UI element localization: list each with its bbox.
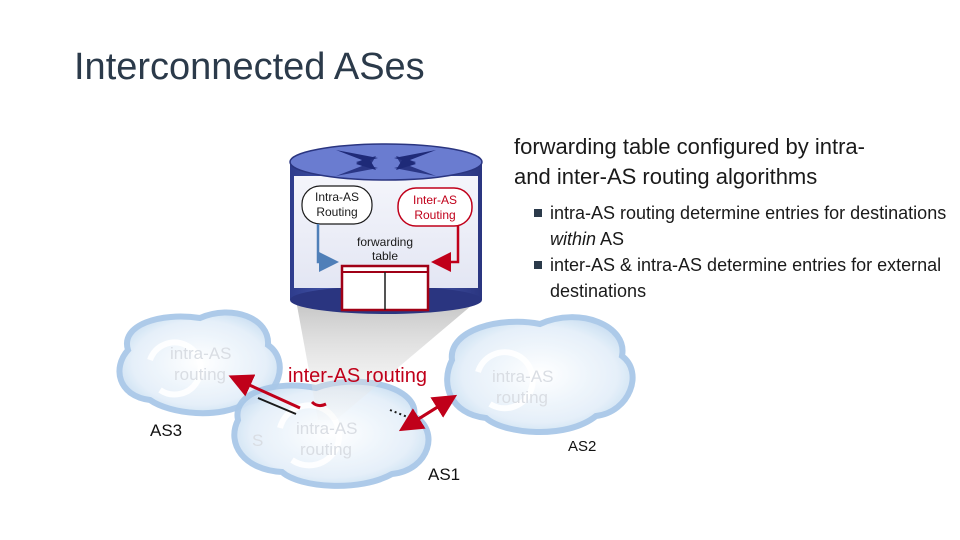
as1-faded-s: S: [252, 431, 263, 450]
inter-as-routing-box: Inter-AS Routing: [398, 188, 472, 226]
intra-as-line2: Routing: [316, 205, 357, 219]
as2-faded-intra: intra-AS: [492, 367, 553, 386]
description-heading: forwarding table configured by intra- an…: [514, 132, 954, 192]
inter-as-line2: Routing: [414, 208, 455, 222]
as1-label: AS1: [428, 465, 460, 484]
as2-label: AS2: [568, 438, 596, 455]
description: forwarding table configured by intra- an…: [514, 132, 954, 304]
fwd-table-line1: forwarding: [357, 235, 413, 249]
as3-faded-routing: routing: [174, 365, 226, 384]
description-bullets: intra-AS routing determine entries for d…: [514, 200, 954, 304]
router-top: [290, 144, 482, 180]
as2-faded-routing: routing: [496, 388, 548, 407]
inter-as-line1: Inter-AS: [413, 193, 457, 207]
fwd-table-line2: table: [372, 249, 398, 263]
intra-as-routing-box: Intra-AS Routing: [302, 186, 372, 224]
square-bullet-icon: [534, 261, 542, 269]
description-heading-line1: forwarding table configured by intra-: [514, 132, 954, 162]
as1-faded-routing: routing: [300, 440, 352, 459]
intra-as-line1: Intra-AS: [315, 190, 359, 204]
inter-as-routing-label: inter-AS routing: [288, 365, 427, 387]
bullet-intra-as: intra-AS routing determine entries for d…: [534, 200, 954, 252]
square-bullet-icon: [534, 209, 542, 217]
bullet-inter-text: inter-AS & intra-AS determine entries fo…: [550, 255, 941, 301]
as2-cloud: intra-AS routing: [447, 317, 632, 432]
bullet-intra-suffix: AS: [596, 229, 624, 249]
as1-faded-intra: intra-AS: [296, 419, 357, 438]
bullet-inter-as: inter-AS & intra-AS determine entries fo…: [534, 252, 954, 304]
bullet-intra-text: intra-AS routing determine entries for d…: [550, 203, 946, 223]
as3-label: AS3: [150, 421, 182, 440]
as3-faded-intra: intra-AS: [170, 344, 231, 363]
description-heading-line2: and inter-AS routing algorithms: [514, 162, 954, 192]
bullet-intra-emphasis: within: [550, 229, 596, 249]
